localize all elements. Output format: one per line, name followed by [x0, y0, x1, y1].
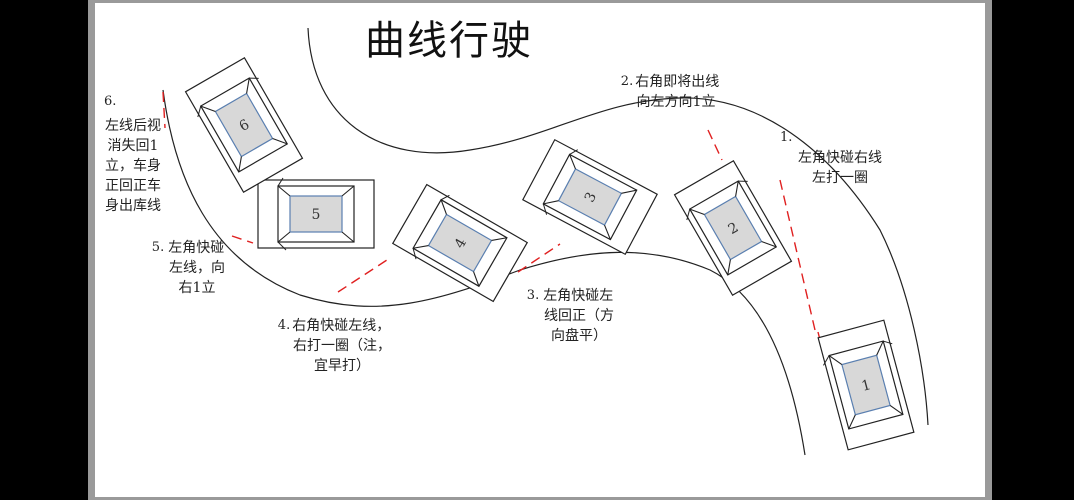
step-4-line-2: 右打一圈（注， [293, 338, 391, 354]
step-6-line-5: 身出库线 [105, 198, 161, 214]
window-frame-top [95, 0, 985, 3]
step-2-note: 2. 右角即将出线 向左方向1立 [600, 72, 740, 112]
step-6-line-2: 消失回1 [107, 138, 159, 154]
step-6-line-1: 左线后视 [105, 118, 161, 134]
step-1-line-1: 左角快碰右线 [798, 150, 882, 166]
step-5-number: 5. [151, 240, 165, 255]
step-5-note: 5. 左角快碰 左线，向 右1立 [138, 238, 238, 298]
step-1-number: 1. [780, 130, 793, 145]
step-5-line-1: 左角快碰 [168, 240, 225, 256]
step-6-number: 6. [104, 94, 117, 109]
step-1-note: 1. 左角快碰右线 左打一圈 [780, 128, 900, 188]
step-3-line-3: 向盘平） [551, 328, 607, 344]
step-2-line-1: 右角即将出线 [635, 74, 720, 90]
car-5: 5 [257, 177, 375, 251]
car-3: 3 [521, 137, 659, 257]
step-2-line-2: 向左方向1立 [636, 94, 716, 110]
car-1: 1 [815, 319, 917, 451]
step-5-line-2: 左线，向 [169, 260, 225, 276]
step-6-line-4: 正回正车 [105, 178, 161, 194]
car-6: 6 [183, 56, 305, 194]
step-3-note: 3. 左角快碰左 线回正（方 向盘平） [510, 286, 630, 346]
road-outer-lines [162, 27, 929, 456]
page-title: 曲线行驶 [365, 18, 533, 64]
step-4-line-1: 右角快碰左线， [292, 318, 391, 334]
step-6-note: 6. 左线后视 消失回1 立，车身 正回正车 身出库线 [98, 92, 168, 216]
window-frame-left [88, 0, 95, 500]
step-4-note: 4. 右角快碰左线， 右打一圈（注， 宜早打） [264, 316, 404, 376]
window-frame-bottom [95, 497, 985, 500]
svg-text:1: 1 [860, 377, 873, 395]
step-4-number: 4. [277, 318, 291, 333]
step-3-line-1: 左角快碰左 [543, 288, 614, 304]
car-4: 4 [391, 182, 529, 304]
step-3-line-2: 线回正（方 [544, 308, 614, 324]
svg-text:5: 5 [312, 207, 321, 223]
step-6-line-3: 立，车身 [105, 158, 161, 174]
step-2-number: 2. [620, 74, 634, 89]
car-2: 2 [672, 159, 794, 297]
step-3-number: 3. [526, 288, 540, 303]
step-1-line-2: 左打一圈 [812, 170, 868, 186]
step-4-line-3: 宜早打） [314, 358, 370, 374]
window-frame-right [985, 0, 992, 500]
step-5-line-3: 右1立 [178, 280, 216, 296]
